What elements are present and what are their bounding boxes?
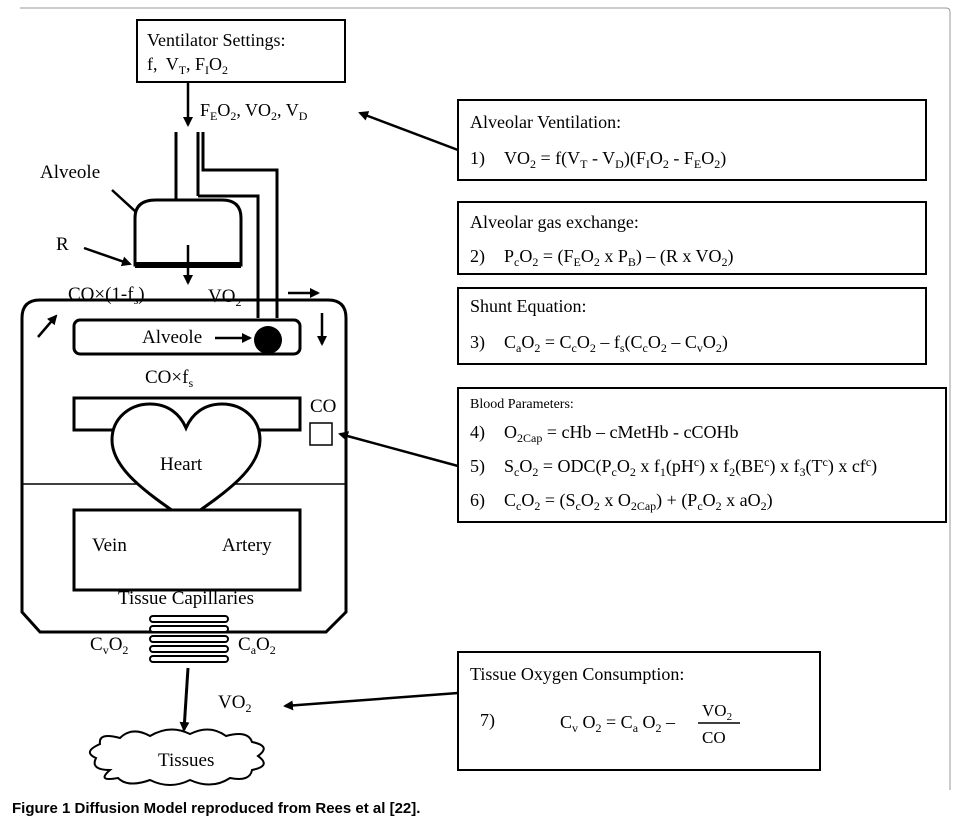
ventilator-params: f, VT, FIO2	[147, 54, 228, 77]
svg-text:Alveolar Ventilation:: Alveolar Ventilation:	[470, 112, 621, 132]
blood-parameters-box: Blood Parameters: 4) O2Cap = cHb – cMetH…	[457, 387, 947, 523]
body-outline	[20, 298, 348, 634]
svg-text:1): 1)	[470, 148, 485, 169]
figure-frame	[20, 7, 951, 790]
heart-label: Heart	[160, 454, 203, 475]
svg-text:6): 6)	[470, 490, 485, 511]
svg-text:7): 7)	[480, 710, 495, 731]
alveolar-ventilation-box: Alveolar Ventilation: 1) VO2 = f(VT - VD…	[457, 99, 927, 181]
co-sensor-box	[309, 422, 333, 446]
eq-7-numerator: VO2	[702, 701, 732, 723]
co-one-minus-fs: CO×(1-fs)	[68, 284, 145, 307]
eq-5: ScO2 = ODC(PcO2 x f1(pHc) x f2(BEc) x f3…	[504, 455, 877, 479]
sensor-dot	[254, 326, 282, 354]
eq-4: O2Cap = cHb – cMetHb - cCOHb	[504, 422, 738, 445]
vo2-bottom-label: VO2	[218, 692, 251, 715]
capillary-stripes	[149, 615, 229, 663]
vein-label: Vein	[92, 535, 127, 556]
ventilation-arrow	[358, 111, 459, 152]
ventilator-title: Ventilator Settings:	[147, 30, 286, 50]
co-box-label: CO	[310, 396, 336, 417]
svg-text:Shunt Equation:: Shunt Equation:	[470, 296, 587, 316]
svg-text:Tissue Oxygen Consumption:: Tissue Oxygen Consumption:	[470, 664, 684, 684]
cvo2-label: CvO2	[90, 634, 128, 657]
shunt-equation-box: Shunt Equation: 3) CaO2 = CcO2 – fs(CcO2…	[457, 287, 927, 365]
vo2-inner-label: VO2	[208, 286, 241, 309]
svg-text:4): 4)	[470, 422, 485, 443]
cao2-label: CaO2	[238, 634, 276, 657]
eq-7: Cv O2 = Ca O2 –	[560, 712, 676, 735]
left-up-arrow	[37, 314, 58, 338]
eq-2: PcO2 = (FEO2 x PB) – (R x VO2)	[504, 246, 734, 269]
svg-text:Alveolar gas exchange:: Alveolar gas exchange:	[470, 212, 639, 232]
alveole-inner-label: Alveole	[142, 327, 202, 348]
eq-7-denominator: CO	[702, 728, 726, 747]
tissue-consumption-arrow	[283, 691, 459, 711]
eq-6: CcO2 = (ScO2 x O2Cap) + (PcO2 x aO2)	[504, 490, 773, 513]
tissue-oxygen-box: Tissue Oxygen Consumption: 7) Cv O2 = Ca…	[457, 651, 821, 771]
svg-text:5): 5)	[470, 456, 485, 477]
alveolar-gas-exchange-box: Alveolar gas exchange: 2) PcO2 = (FEO2 x…	[457, 201, 927, 275]
caption-text: Diffusion Model reproduced from Rees et …	[74, 800, 421, 817]
tissue-capillaries-label: Tissue Capillaries	[118, 588, 254, 609]
eq-1: VO2 = f(VT - VD)(FIO2 - FEO2)	[504, 148, 726, 171]
eq-3: CaO2 = CcO2 – fs(CcO2 – CvO2)	[504, 332, 728, 355]
r-label: R	[56, 234, 69, 255]
caption-label: Figure 1	[12, 800, 71, 817]
blood-arrow	[338, 431, 459, 468]
tissue-down-arrow	[179, 667, 190, 732]
svg-text:2): 2)	[470, 246, 485, 267]
capillary-alveole	[72, 318, 302, 356]
ventilator-settings-box: Ventilator Settings: f, VT, FIO2	[136, 19, 346, 83]
alveolar-sac	[133, 198, 243, 267]
r-arrow	[83, 246, 132, 267]
svg-text:3): 3)	[470, 332, 485, 353]
heart-shape	[110, 402, 262, 522]
tissues-label: Tissues	[158, 750, 214, 771]
tissues-cloud	[89, 728, 265, 786]
artery-label: Artery	[222, 535, 272, 556]
measured-values: FEO2, VO2, VD	[200, 100, 308, 123]
figure-caption: Figure 1 Diffusion Model reproduced from…	[12, 800, 420, 817]
alveole-top-label: Alveole	[40, 162, 100, 183]
airway-tubes	[174, 132, 279, 318]
svg-text:Blood Parameters:: Blood Parameters:	[470, 397, 574, 412]
co-fs-label: CO×fs	[145, 367, 193, 390]
